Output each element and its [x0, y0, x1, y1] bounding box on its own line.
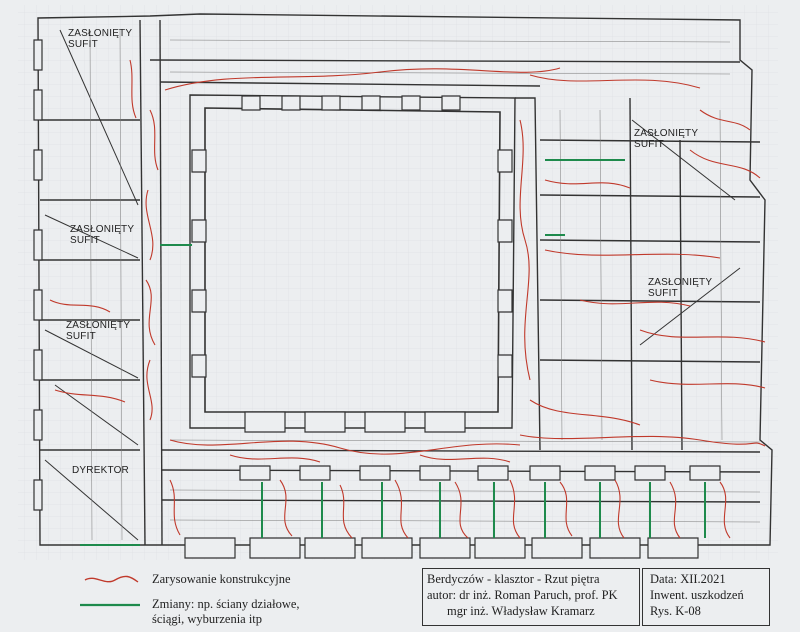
title-block [422, 568, 640, 626]
crack-legend-swatch [84, 575, 139, 583]
building-walls [37, 13, 773, 546]
room-label: ZASŁONIĘTY SUFIT [70, 224, 134, 246]
room-label-line: ZASŁONIĘTY [634, 128, 699, 139]
legend-changes-label: Zmiany: np. ściany działowe, ściągi, wyb… [152, 597, 300, 627]
room-label-line: SUFIT [66, 331, 96, 342]
changes-marks [80, 159, 706, 546]
legend-changes-line: Zmiany: np. ściany działowe, [152, 597, 300, 611]
room-label: ZASŁONIĘTY SUFIT [634, 128, 698, 150]
room-label-line: ZASŁONIĘTY [70, 224, 135, 235]
room-label-director: DYREKTOR [72, 465, 129, 476]
room-label: ZASŁONIĘTY SUFIT [68, 28, 132, 50]
title-block-meta [642, 568, 770, 626]
drawing-date: Data: XII.2021 [650, 572, 726, 586]
drawing-title: Berdyczów - klasztor - Rzut piętra [427, 572, 600, 586]
drawing-sheet-number: Rys. K-08 [650, 604, 701, 618]
drawing-author-2: mgr inż. Władysław Kramarz [447, 604, 595, 618]
legend-crack-label: Zarysowanie konstrukcyjne [152, 572, 291, 586]
dimension-lines [89, 29, 761, 541]
room-label-line: SUFIT [68, 39, 98, 50]
room-label-line: ZASŁONIĘTY [66, 320, 131, 331]
crack-marks [49, 59, 766, 539]
room-label-line: SUFIT [70, 235, 100, 246]
room-label: ZASŁONIĘTY SUFIT [648, 277, 712, 299]
room-label-line: SUFIT [634, 139, 664, 150]
room-label-line: ZASŁONIĘTY [68, 28, 133, 39]
legend-changes-line: ściągi, wyburzenia itp [152, 612, 263, 626]
room-label-line: SUFIT [648, 288, 678, 299]
room-label: ZASŁONIĘTY SUFIT [66, 320, 130, 342]
courtyard-piers [33, 39, 721, 559]
drawing-inventory: Inwent. uszkodzeń [650, 588, 744, 602]
drawing-author-1: autor: dr inż. Roman Paruch, prof. PK [427, 588, 618, 602]
room-label-line: ZASŁONIĘTY [648, 277, 713, 288]
